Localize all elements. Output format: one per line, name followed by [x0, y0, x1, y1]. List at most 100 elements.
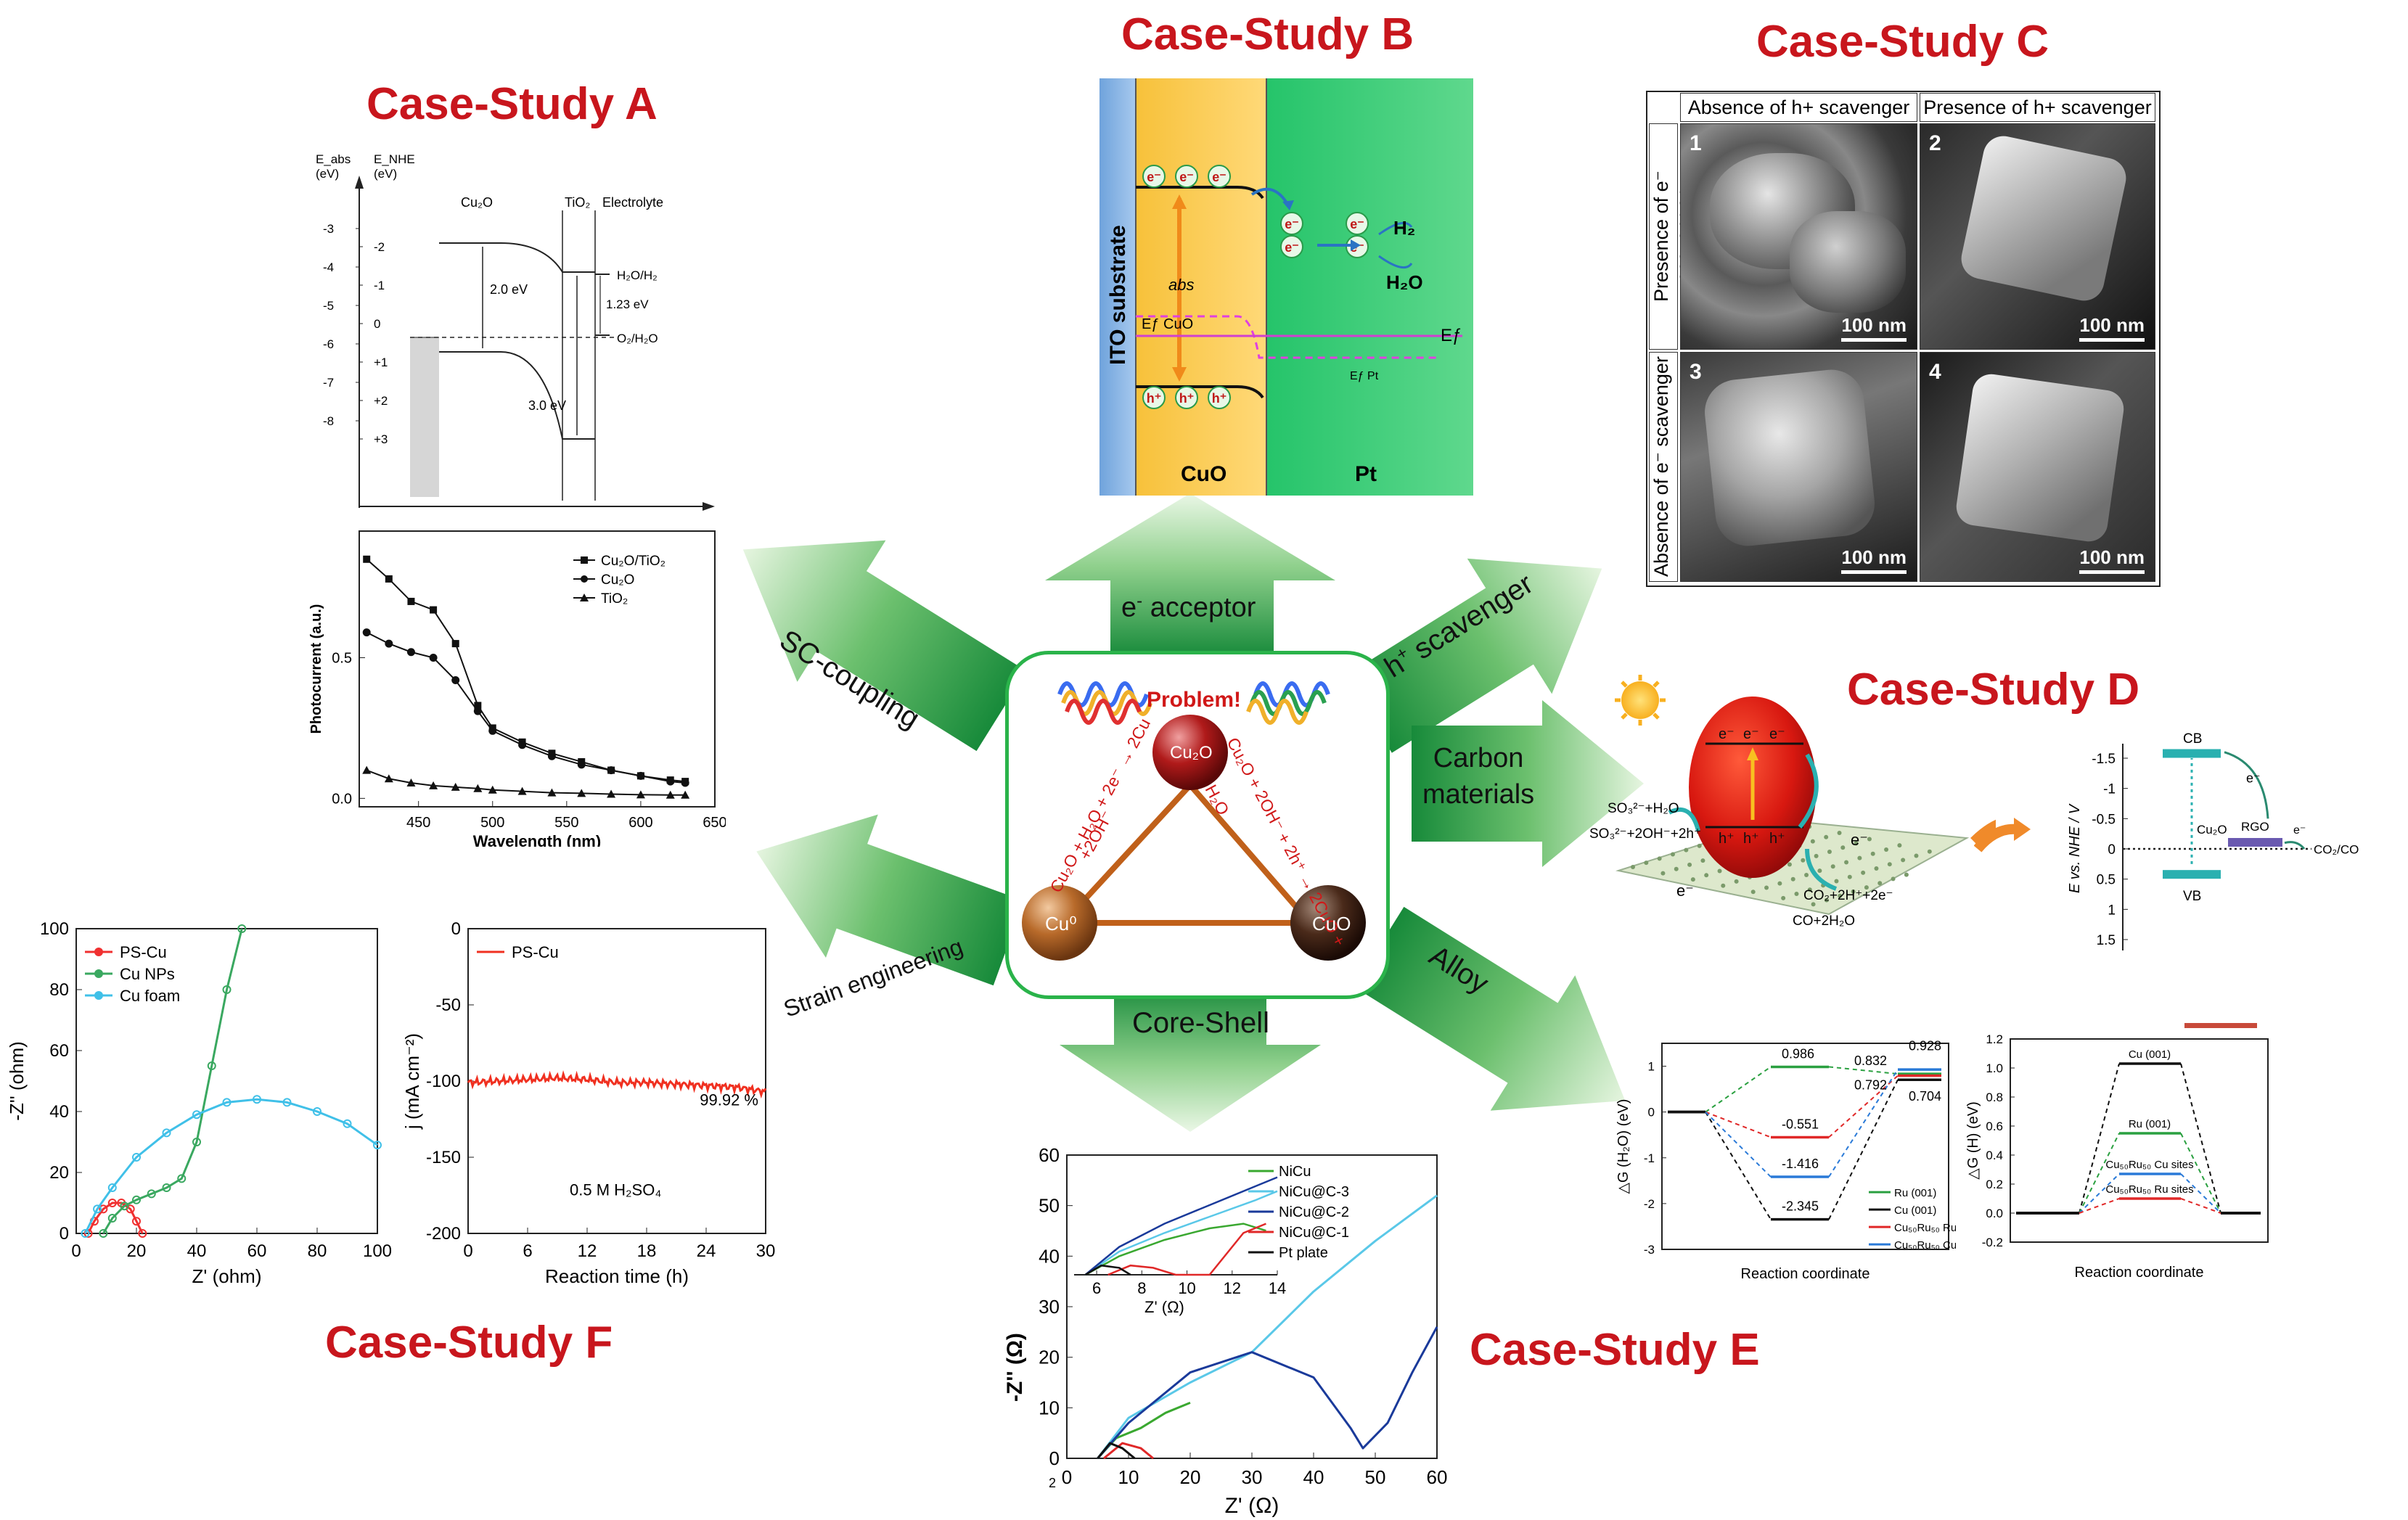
sem-num-4: 4: [1929, 360, 1941, 384]
legend-marker: [94, 948, 103, 956]
electron: [1280, 235, 1303, 258]
inset-x-tick-label: 10: [1178, 1279, 1195, 1297]
sem-num-3: 3: [1690, 360, 1702, 384]
data-point: [132, 1195, 141, 1204]
data-point: [488, 726, 497, 735]
data-point: [362, 628, 371, 637]
data-point: [313, 1107, 322, 1116]
x-tick-label: 650: [703, 815, 726, 831]
x-tick-label: 60: [1427, 1466, 1448, 1488]
case-d-photocatalyst: e⁻ e⁻ e⁻ h⁺ h⁺ h⁺ SO₃²⁻+H₂O SO₃²⁻+2OH⁻+2…: [1589, 675, 1996, 929]
hole: [1208, 386, 1231, 409]
y-tick-label: 10: [1039, 1397, 1060, 1418]
data-point: [282, 1098, 292, 1107]
y-tick-label: 60: [49, 1041, 69, 1061]
axis1-tick-label: -8: [323, 414, 334, 428]
x-tick-label: 450: [406, 815, 430, 831]
y-tick-label: 50: [1039, 1195, 1060, 1217]
graphene-dot: [1717, 868, 1722, 874]
y-tick-label: 0.5: [2097, 873, 2116, 888]
graphene-dot: [1897, 843, 1902, 848]
y-tick-label: 0.4: [1986, 1149, 2003, 1162]
orange-arrow-d: [1974, 818, 2031, 853]
data-point: [451, 676, 460, 685]
connector: [1828, 1069, 1899, 1178]
label-cu2o: Cu₂O: [461, 195, 493, 210]
electron: [1175, 165, 1198, 188]
legend-label: NiCu@C-3: [1279, 1184, 1349, 1200]
axis2-tick-label: +3: [374, 432, 388, 446]
legend-marker: [94, 969, 103, 978]
inset-x-tick-label: 8: [1137, 1279, 1146, 1297]
connector: [2079, 1133, 2120, 1214]
y-axis-label: -Z'' (ohm): [6, 1041, 28, 1121]
x-tick-label: 80: [308, 1241, 327, 1261]
value-label: 0.832: [1854, 1053, 1887, 1068]
vb-level: [2163, 870, 2221, 879]
graphene-dot: [1824, 897, 1829, 903]
data-point: [385, 639, 393, 648]
graphene-dot: [1657, 856, 1662, 861]
electron-label: e⁻: [1285, 240, 1299, 255]
graphene-dot: [1854, 841, 1859, 846]
y-tick-label: 0: [451, 919, 461, 939]
legend-label: Cu NPs: [120, 965, 175, 983]
inset-line-1: [1084, 1190, 1278, 1276]
sem-num-2: 2: [1929, 131, 1941, 155]
legend-label: Cu (001): [1894, 1204, 1936, 1217]
data-point: [362, 765, 372, 774]
graphene-dot: [1644, 860, 1649, 866]
label-co2: CO₂+2H⁺+2e⁻: [1803, 888, 1893, 903]
graphene-dot: [1807, 887, 1812, 892]
x-tick-label: 50: [1365, 1466, 1386, 1488]
sem-image-1: 1 100 nm: [1680, 123, 1917, 350]
y-tick-label: 40: [49, 1102, 69, 1122]
graphene-dot: [1927, 849, 1932, 854]
electron-label: e⁻: [1212, 170, 1226, 184]
label-ito: ITO substrate: [1106, 225, 1130, 365]
data-point: [577, 789, 586, 797]
graphene-dot: [1840, 845, 1846, 850]
connector: [2079, 1198, 2120, 1214]
case-study-a-title: Case-Study A: [366, 79, 658, 129]
y-axis-label: E vs. NHE / V: [2067, 803, 2083, 893]
series-line-0: [366, 559, 686, 783]
y-tick-label: 20: [49, 1163, 69, 1183]
x-tick-label: 0: [71, 1241, 81, 1261]
data-point: [343, 1119, 352, 1128]
data-point: [192, 1138, 201, 1146]
graphene-dot: [1687, 862, 1692, 867]
sem-scale-1: 100 nm: [1841, 314, 1907, 342]
y-tick-label: -2: [1644, 1197, 1655, 1211]
data-point: [384, 774, 393, 783]
data-point: [81, 1229, 90, 1238]
axis2-tick-label: -1: [374, 279, 385, 292]
x-tick-label: 10: [1118, 1466, 1139, 1488]
graphene-dot: [1794, 892, 1799, 897]
inset-x-tick-label: 6: [1092, 1279, 1101, 1297]
sem-image-4: 4 100 nm: [1920, 352, 2155, 582]
y-tick-label: -0.2: [1982, 1236, 2003, 1249]
pt-layer: [1266, 78, 1473, 496]
cuo-label: CuO: [1312, 913, 1351, 934]
x-tick-label: 550: [554, 815, 578, 831]
label-o2-h2o: O₂/H₂O: [617, 332, 658, 345]
y-tick-label: 0.8: [1986, 1090, 2003, 1104]
label-cuo-b: CuO: [1181, 462, 1226, 486]
axis1-unit: (eV): [316, 167, 339, 181]
inset-line-3: [1107, 1223, 1266, 1276]
y-tick-label: 30: [1039, 1296, 1060, 1318]
label-so4: SO₃²⁻+2OH⁻+2h⁺: [1589, 826, 1701, 842]
connector: [2180, 1173, 2221, 1214]
series-line-2: [84, 1098, 378, 1234]
label-core-shell: Core-Shell: [1132, 1007, 1269, 1039]
x-axis-label: Z' (Ω): [1225, 1494, 1279, 1518]
data-point: [474, 702, 482, 710]
data-point: [93, 1204, 102, 1214]
y-axis-label: Photocurrent (a.u.): [308, 604, 324, 734]
axis2-tick-label: +1: [374, 356, 388, 369]
e-label-2: e⁻: [2293, 824, 2306, 837]
connector: [1705, 1112, 1772, 1220]
